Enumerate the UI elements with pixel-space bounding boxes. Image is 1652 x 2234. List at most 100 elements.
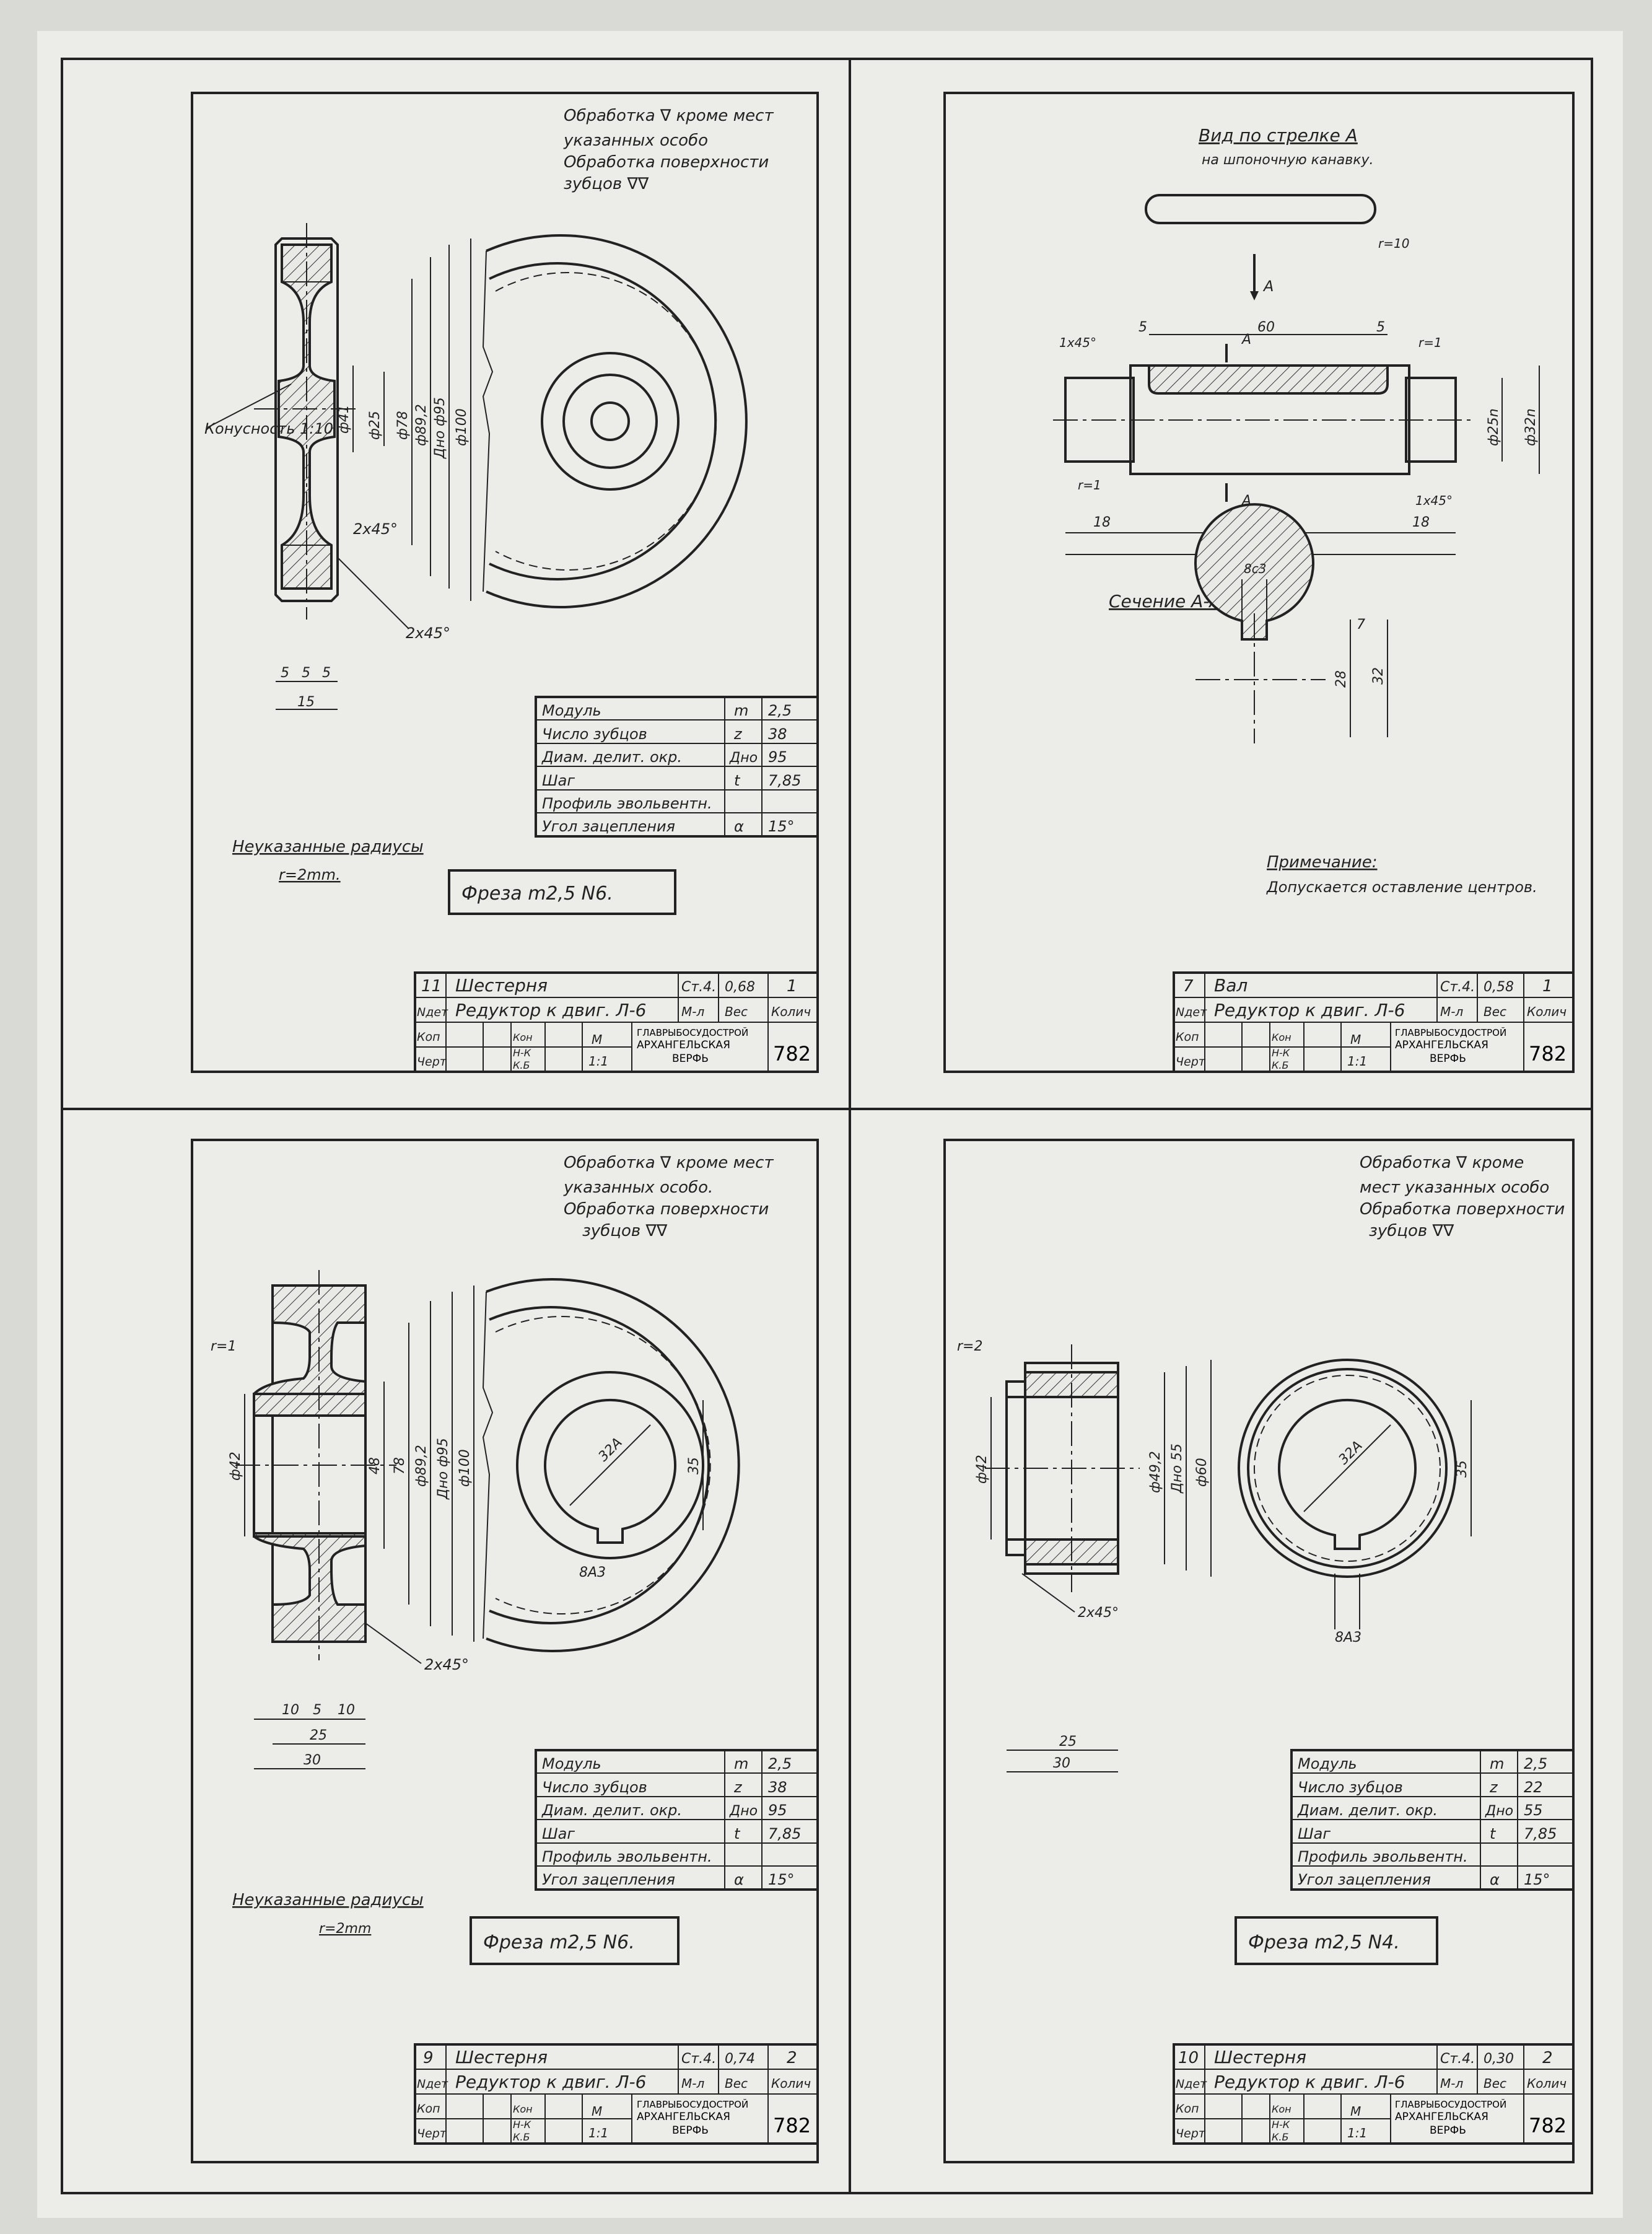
part-number: 10 [1178,2049,1199,2067]
table-val: 7,85 [768,772,801,789]
scale-value: 1:1 [1347,1054,1367,1069]
table-val: 95 [768,748,787,766]
dim-label: 25 [1059,1734,1077,1750]
table-param: Угол зацепления [542,1871,675,1888]
cutter-box [448,869,676,915]
organization: ГЛАВРЫБОСУДОСТРОЙ [637,2098,748,2110]
table-param: Шаг [1298,1825,1331,1842]
table-sym: α [734,1871,744,1888]
row-label: Коп [417,2102,440,2116]
table-param: Угол зацепления [1298,1871,1431,1888]
note-title: Примечание: [1267,853,1378,872]
table-sym: z [733,725,743,743]
row-label: Кон [513,1032,533,1043]
dim-label: r=1 [1418,335,1442,350]
row-label: Кон [1272,1032,1291,1043]
dim-label: Конусность 1:10 [204,420,333,437]
part-weight: 0,74 [725,2051,755,2067]
col-label: М-л [681,2076,704,2091]
col-label: Nдет [1176,1005,1207,1019]
table-param: Шаг [542,772,575,789]
dim-label: 10 [282,1702,299,1718]
scale-value: 1:1 [588,2126,608,2140]
col-label: Вес [725,2076,748,2091]
cutter-label: Фреза m2,5 N4. [1248,1932,1400,1953]
note-line: Обработка поверхности [1360,1200,1565,1219]
organization: ГЛАВРЫБОСУДОСТРОЙ [1395,1027,1506,1038]
part-qty: 1 [787,977,797,996]
organization: АРХАНГЕЛЬСКАЯ [637,2111,730,2123]
dim-label: 35 [686,1457,702,1474]
part-name: Шестерня [1214,2047,1306,2067]
table-sym: t [734,772,741,789]
dim-label: 5 [322,665,331,681]
sheet-number: 782 [1529,1042,1567,1066]
radius-value: r=2mm. [279,866,341,883]
table-val: 55 [1524,1802,1543,1819]
table-sym: z [1489,1779,1498,1796]
dim-label: 1x45° [1059,335,1096,350]
dim-label: 28 [1334,670,1349,688]
table-val: 7,85 [768,1825,801,1842]
note-line: зубцов ∇∇ [582,1222,668,1240]
part-material: Ст.4. [1440,2051,1475,2067]
shaft-view [1053,344,1474,502]
cutter-label: Фреза m2,5 N6. [461,883,613,905]
unspecified-radii-label: Неуказанные радиусы [232,1891,424,1909]
table-param: Число зубцов [542,725,647,743]
note-line: Обработка ∇ кроме мест [564,1154,774,1172]
panel-frame [943,1139,1575,2163]
product-name: Редуктор к двиг. Л-6 [1214,1000,1405,1020]
table-val: 2,5 [1524,1755,1547,1772]
dim-label: 10 [338,1702,355,1718]
table-val: 38 [768,1779,787,1796]
scale-label: М [592,1032,602,1047]
dim-label: 2x45° [1078,1605,1119,1621]
table-param: Число зубцов [1298,1779,1403,1796]
part-material: Ст.4. [1440,979,1475,995]
cutter-label: Фреза m2,5 N6. [483,1932,635,1953]
product-name: Редуктор к двиг. Л-6 [455,1000,646,1020]
panel-part-7: Вид по стрелке А на шпоночную канавку. r… [943,92,1575,1073]
part-number: 11 [421,977,442,996]
organization: АРХАНГЕЛЬСКАЯ [1395,1039,1488,1051]
unspecified-radii-label: Неуказанные радиусы [232,838,424,856]
dim-label: ф25n [1486,408,1501,446]
note-line: Обработка ∇ кроме мест [564,107,774,125]
outer-border [61,58,1593,2194]
col-label: М-л [681,1004,704,1019]
col-label: Nдет [417,1005,448,1019]
product-name: Редуктор к двиг. Л-6 [1214,2072,1405,2092]
col-label: М-л [1440,1004,1463,1019]
dim-label: 7 [1357,617,1365,633]
row-label: Черт [417,1055,447,1069]
dim-label: ф78 [395,411,411,440]
dim-label: 2x45° [353,520,398,538]
table-val: 7,85 [1524,1825,1557,1842]
col-label: М-л [1440,2076,1463,2091]
dim-label: ф100 [457,1449,473,1487]
dim-label: ф32n [1523,408,1539,446]
table-param: Диам. делит. окр. [1297,1802,1438,1819]
table-param: Модуль [542,1755,601,1772]
table-sym: α [1490,1871,1500,1888]
gear-parameter-table: Модуль m 2,5 Число зубцов z 38 Диам. дел… [535,1749,819,1891]
panel-part-10: Обработка ∇ кроме мест указанных особо О… [943,1139,1575,2163]
col-label: Колич [771,2076,811,2091]
dim-label: ф100 [454,408,470,446]
dim-label: 5 [281,665,289,681]
keyway-slot [1145,194,1376,224]
radius-value: r=2mm [319,1921,371,1937]
col-label: Вес [725,1004,748,1019]
note-line: Обработка поверхности [564,1200,769,1219]
dim-label: ф41 [336,405,352,434]
dim-label: r=1 [211,1339,236,1354]
table-sym: m [734,1755,748,1772]
organization: ВЕРФЬ [672,1053,709,1065]
row-label: Н-К [513,1047,531,1059]
table-sym: z [733,1779,743,1796]
gear-section-view [254,223,359,620]
view-title: Вид по стрелке А [1199,125,1358,146]
scale-label: М [1350,2104,1361,2119]
note-line: мест указанных особо [1360,1178,1549,1197]
